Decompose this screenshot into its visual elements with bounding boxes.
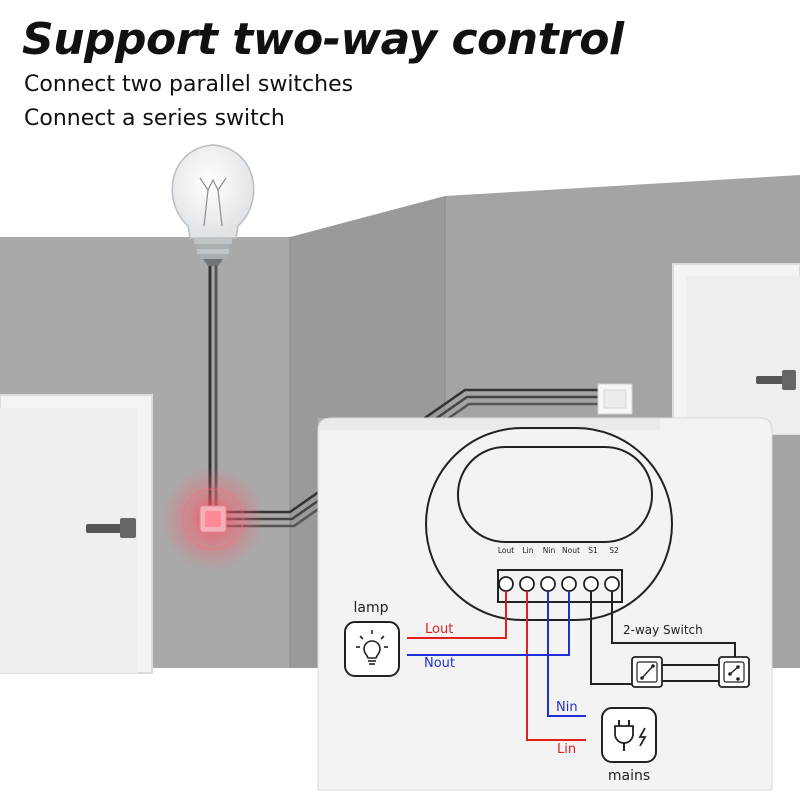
wire-nout	[407, 591, 570, 656]
wiring-panel	[317, 417, 773, 791]
wire-nin	[547, 591, 586, 717]
wire-lout	[407, 591, 507, 639]
terminal-label-lin: Lin	[522, 546, 533, 555]
terminal-nin	[540, 576, 556, 592]
terminal-lout	[498, 576, 514, 592]
lamp-icon	[344, 621, 400, 677]
wire-label-lin: Lin	[557, 742, 576, 757]
terminal-s1	[583, 576, 599, 592]
light-bulb-icon	[171, 144, 255, 266]
subtitle-series: Connect a series switch	[24, 106, 285, 131]
terminal-label-lout: Lout	[498, 546, 514, 555]
terminal-nout	[561, 576, 577, 592]
wire-s2	[611, 591, 736, 660]
terminal-label-nout: Nout	[562, 546, 580, 555]
mains-label: mains	[608, 768, 650, 784]
terminal-label-nin: Nin	[543, 546, 556, 555]
junction-box-indicator	[161, 467, 265, 571]
wire-label-nin: Nin	[556, 700, 578, 715]
wall-switch-icon	[597, 383, 633, 415]
two-way-switch-b	[718, 656, 750, 688]
wire-lin	[526, 591, 586, 741]
lamp-label: lamp	[354, 600, 389, 616]
page-title: Support two-way control	[22, 14, 624, 65]
terminal-s2	[604, 576, 620, 592]
left-door	[0, 394, 153, 674]
two-way-switch-a	[631, 656, 663, 688]
ceiling-cable	[208, 258, 218, 508]
terminal-label-s1: S1	[588, 546, 598, 555]
subtitle-parallel: Connect two parallel switches	[24, 72, 354, 97]
two-way-switch-label: 2-way Switch	[623, 623, 703, 637]
right-door	[672, 263, 800, 435]
terminal-label-s2: S2	[609, 546, 619, 555]
wire-label-nout: Nout	[424, 656, 455, 671]
wire-s1	[590, 591, 634, 685]
wire-label-lout: Lout	[425, 622, 453, 637]
power-plug-icon	[601, 707, 657, 763]
terminal-lin	[519, 576, 535, 592]
